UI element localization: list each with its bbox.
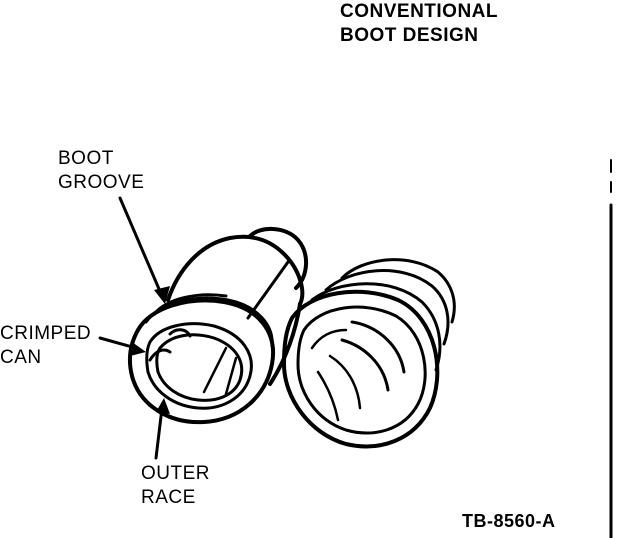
boot-groove-line-1: BOOT: [58, 148, 114, 169]
leader-lines: [98, 196, 170, 460]
outer-race-line-2: RACE: [141, 487, 196, 508]
boot-convolution-2: [310, 282, 442, 372]
boot-inner-arc-4: [316, 370, 340, 422]
diagram-title: CONVENTIONAL BOOT DESIGN: [340, 0, 498, 48]
stub-shaft: [248, 227, 308, 290]
boot-inner-arc-2: [340, 338, 390, 392]
housing-top-edge: [166, 234, 305, 306]
boot-groove-label: BOOT GROOVE: [58, 147, 144, 195]
boot-inner-arc-1: [350, 320, 406, 374]
inner-notch: [168, 328, 192, 338]
inner-race-cavity: [155, 333, 244, 402]
boot-inner-lip: [310, 328, 348, 350]
boot-groove-ring-2: [152, 293, 228, 316]
ball-track-2: [224, 356, 238, 396]
boot-outer-rim: [282, 289, 440, 449]
outer-race-housing: [128, 227, 308, 425]
boot-rear-rim: [340, 258, 456, 324]
reference-code: TB-8560-A: [462, 511, 556, 531]
crimped-can-arrowhead: [130, 342, 146, 356]
crimped-can-label: CRIMPED CAN: [0, 322, 91, 370]
rubber-boot: [282, 258, 456, 449]
inner-lip: [148, 348, 172, 362]
ball-track-1: [202, 346, 228, 394]
outer-race-arrowhead: [156, 398, 170, 414]
crimped-can-rim: [128, 298, 276, 425]
crimped-can-line-2: CAN: [0, 347, 42, 368]
boot-inner-rim: [296, 305, 427, 435]
title-line-2: BOOT DESIGN: [340, 25, 479, 46]
crimped-can-line-1: CRIMPED: [0, 323, 92, 344]
housing-right-edge: [268, 302, 302, 386]
boot-groove-arrowhead: [154, 286, 170, 304]
title-line-1: CONVENTIONAL: [340, 1, 498, 22]
outer-race-line-1: OUTER: [141, 463, 210, 484]
crimped-can-leader: [98, 336, 138, 350]
boot-inner-arc-3: [328, 354, 362, 410]
boot-groove-line-2: GROOVE: [58, 172, 145, 193]
boot-groove-leader: [118, 196, 164, 298]
housing-shade-line: [246, 260, 290, 320]
inner-race-face: [145, 322, 253, 410]
boot-convolution-1: [324, 269, 450, 346]
outer-race-leader: [154, 406, 164, 460]
outer-race-label: OUTER RACE: [141, 462, 210, 510]
